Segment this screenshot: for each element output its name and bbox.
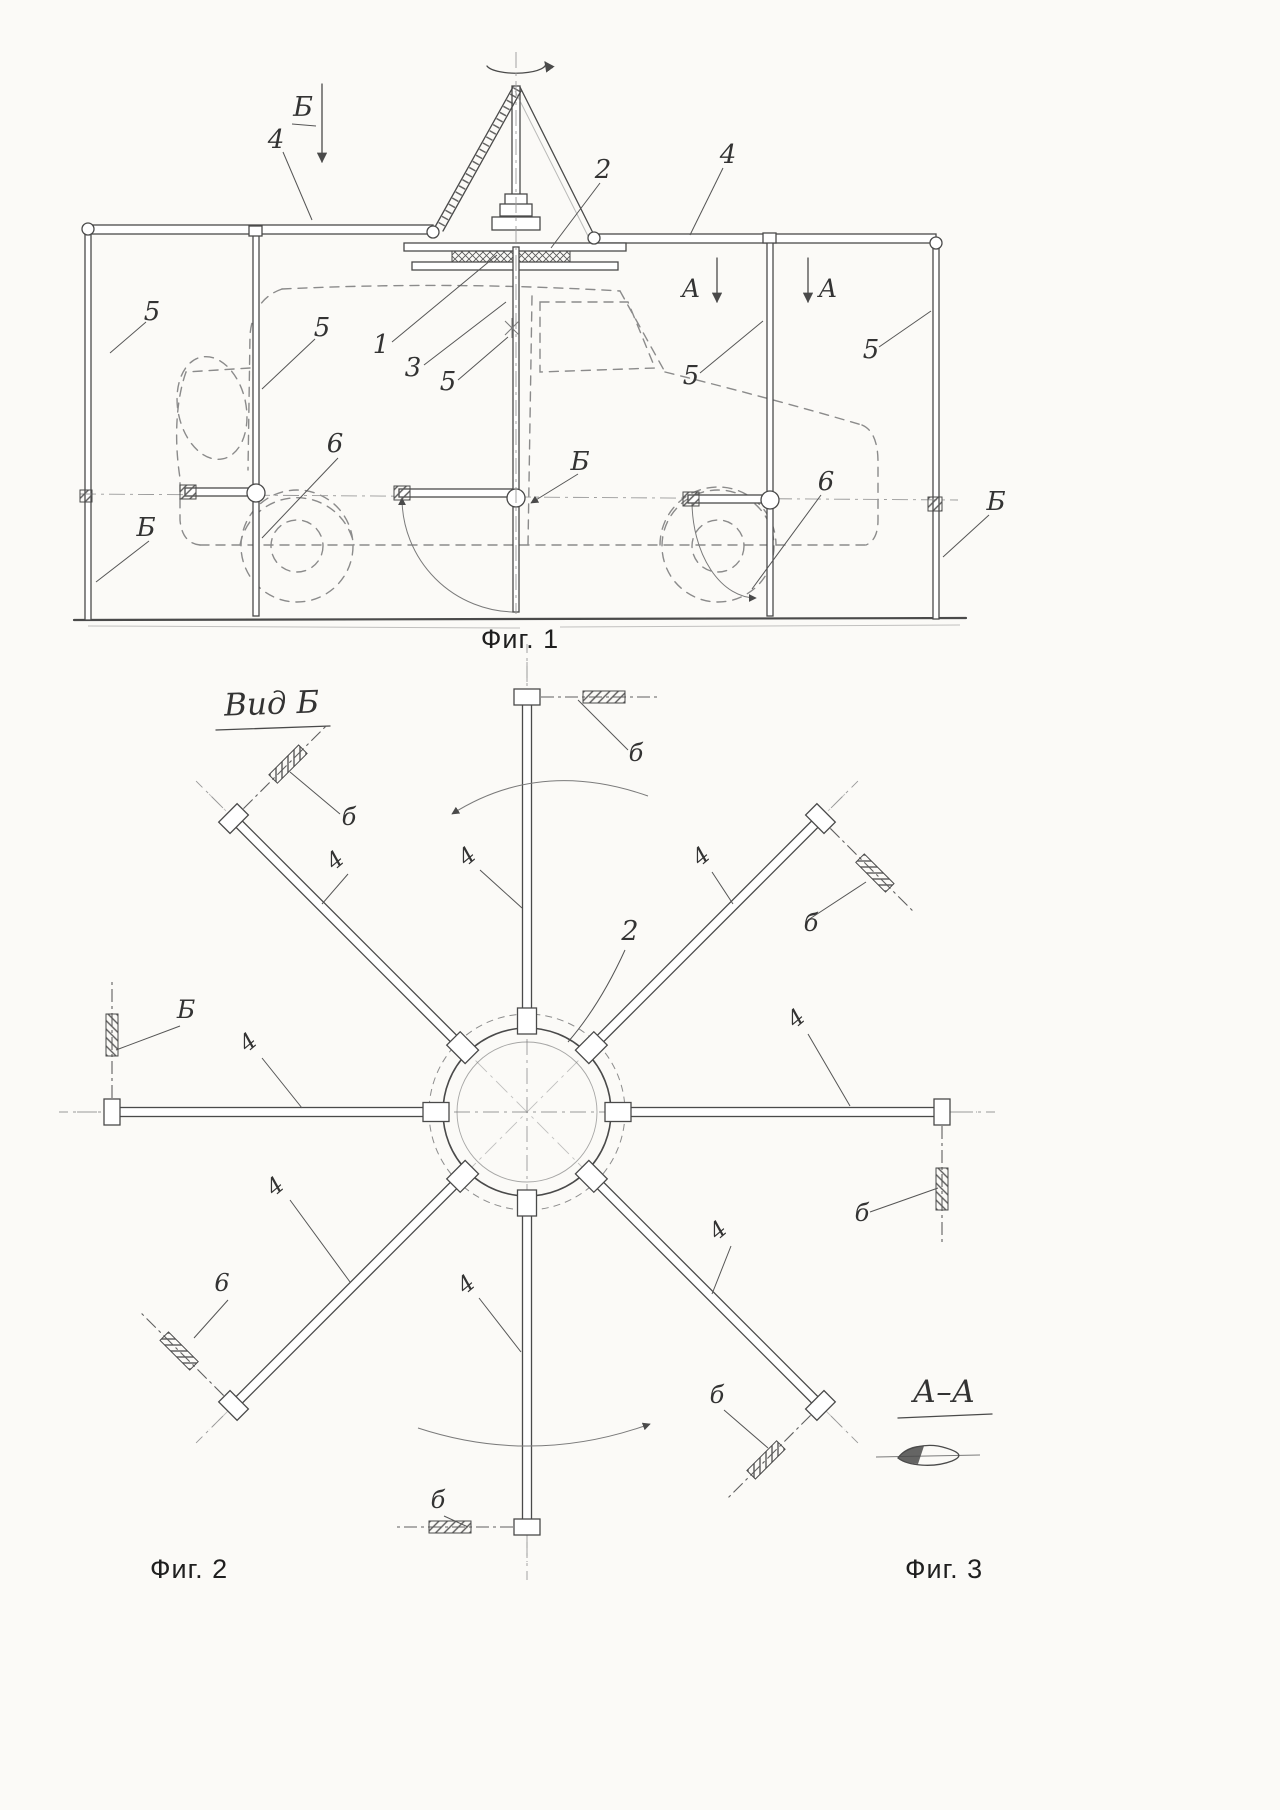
fig2-top-view: Вид Б 2 4 4 4 4 4 4 4 4 б б б Б б б б 6 … <box>58 643 996 1584</box>
fig1-label-5-left: 5 <box>314 313 331 343</box>
carousel-arm-nw <box>186 687 566 1067</box>
fig1-label-5-right: 5 <box>683 361 700 391</box>
fig2-label-6-sw: 6 <box>214 1269 229 1297</box>
carousel-arm-sw <box>102 1073 482 1453</box>
swing-arc-right <box>691 500 757 602</box>
fig2-label-4-ne: 4 <box>687 842 716 872</box>
fig2-label-4-n: 4 <box>453 842 482 872</box>
support-frame <box>79 61 959 621</box>
fig2-label-6-s: б <box>431 1486 446 1514</box>
fig1-label-3: 3 <box>405 353 422 383</box>
fig1-label-a-right: А <box>817 274 838 303</box>
swing-arc-left <box>398 497 517 613</box>
fig3-caption: Фиг. 3 <box>905 1554 983 1584</box>
fig3-section-label: А–А <box>911 1374 975 1410</box>
fig2-label-6-n: б <box>629 739 644 767</box>
fig1-label-4-left: 4 <box>267 125 285 155</box>
carousel-arm-e <box>604 1098 996 1245</box>
fig2-caption: Фиг. 2 <box>150 1554 228 1584</box>
fig2-label-6-nw: б <box>342 803 357 831</box>
ladder-brace <box>435 87 521 231</box>
fig1-label-1: 1 <box>373 330 390 360</box>
post-far-left <box>84 229 92 621</box>
fig2-label-4-w: 4 <box>234 1028 263 1058</box>
ground-line <box>72 616 968 622</box>
post-left <box>252 233 260 617</box>
fig2-label-6-e: б <box>855 1199 870 1227</box>
fig2-view-title: Вид Б <box>223 684 320 723</box>
fig2-label-4-se: 4 <box>704 1216 733 1246</box>
fig1-label-4-right: 4 <box>719 140 737 170</box>
fig1-leader-lines <box>95 151 990 590</box>
post-far-right <box>932 243 940 620</box>
airfoil-axis <box>875 1454 981 1458</box>
airfoil-profile <box>897 1444 960 1466</box>
fig2-label-4-nw: 4 <box>321 846 350 876</box>
fig3-section: А–А Фиг. 3 <box>875 1374 993 1584</box>
fig2-label-b-w: Б <box>176 995 195 1024</box>
cross-mark <box>504 318 520 338</box>
carousel-arm-se <box>488 1157 868 1537</box>
fig1-label-6-right: 6 <box>818 467 835 497</box>
fig1-label-a-left: А <box>680 274 701 303</box>
fig1-caption: Фиг. 1 <box>481 624 559 654</box>
fig2-label-2: 2 <box>620 916 638 947</box>
slewing-ring <box>451 250 571 263</box>
fig1-label-2: 2 <box>594 155 612 185</box>
fig2-label-4-sw: 4 <box>261 1172 290 1202</box>
fig2-label-4-s: 4 <box>452 1270 481 1300</box>
fig1-label-5-far-left: 5 <box>144 297 161 327</box>
fig1-label-5-far-right: 5 <box>863 335 880 365</box>
fig1-side-view: Б 4 2 4 5 5 1 3 5 5 5 6 Б 6 Б Б А А Фиг.… <box>72 52 1006 654</box>
fig1-label-b-right: Б <box>985 487 1005 517</box>
central-mast <box>434 61 596 241</box>
rotation-arc-bottom <box>417 1422 651 1447</box>
fig2-label-6-se: б <box>710 1381 725 1409</box>
fig1-label-b-center: Б <box>569 447 589 477</box>
carousel-arm-n <box>513 643 660 1035</box>
fig2-view-title-group: Вид Б <box>215 684 331 731</box>
fig1-label-view-b: Б <box>292 92 313 123</box>
fig2-label-4-e: 4 <box>782 1004 811 1034</box>
carousel-arm-ne <box>572 771 952 1151</box>
fig1-label-b-left: Б <box>135 513 155 543</box>
carousel-arm-s <box>394 1189 541 1581</box>
fig1-label-5-center: 5 <box>440 367 457 397</box>
fig1-label-6-left: 6 <box>327 429 344 459</box>
post-right <box>766 239 774 617</box>
fig2-leader-lines <box>115 699 939 1528</box>
rotation-arrow-top <box>486 61 555 74</box>
rotation-arc-top <box>451 780 649 815</box>
fig2-label-6-ne: б <box>804 909 819 937</box>
